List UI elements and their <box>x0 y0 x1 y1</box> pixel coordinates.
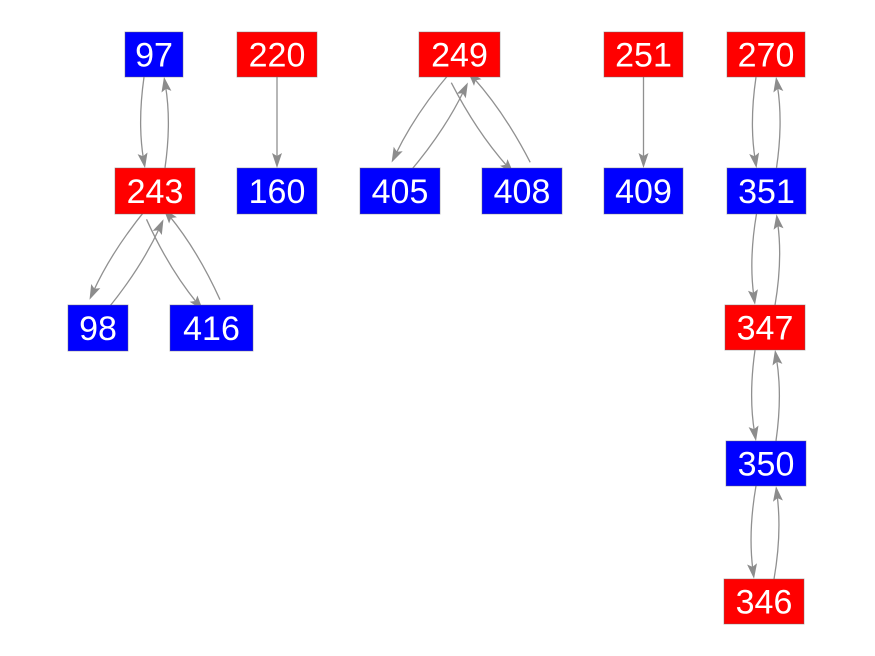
graph-node-97: 97 <box>124 31 184 78</box>
node-box-408 <box>481 167 563 215</box>
node-label-243: 243 <box>127 173 184 211</box>
node-label-249: 249 <box>431 37 488 75</box>
edge-347-350 <box>750 350 756 433</box>
edge-arrowhead-351-270 <box>773 76 784 93</box>
edge-arrowhead-351-347 <box>748 289 758 305</box>
graph-node-405: 405 <box>359 167 441 215</box>
graph-node-409: 409 <box>603 167 684 215</box>
edge-arrowhead-243-98 <box>89 284 101 300</box>
node-box-243 <box>114 167 196 215</box>
graph-node-243: 243 <box>114 167 196 215</box>
node-box-347 <box>724 304 806 351</box>
node-label-346: 346 <box>736 584 793 622</box>
node-label-409: 409 <box>615 173 672 211</box>
node-box-98 <box>67 304 129 352</box>
node-box-416 <box>169 304 254 352</box>
graph-node-346: 346 <box>723 578 805 625</box>
node-label-98: 98 <box>79 310 117 348</box>
graph-node-347: 347 <box>724 304 806 351</box>
edge-arrowhead-405-249 <box>456 82 468 99</box>
edge-350-346 <box>750 485 757 570</box>
node-box-346 <box>723 578 805 625</box>
graph-node-416: 416 <box>169 304 254 352</box>
edge-arrowhead-350-347 <box>772 349 783 366</box>
edge-arrowhead-243-97 <box>161 76 172 93</box>
edge-97-243 <box>139 77 145 160</box>
node-label-251: 251 <box>615 37 672 75</box>
graph-node-98: 98 <box>67 304 129 352</box>
node-box-350 <box>725 440 807 487</box>
node-box-97 <box>124 31 184 78</box>
node-label-160: 160 <box>249 173 306 211</box>
node-label-347: 347 <box>737 310 794 348</box>
edge-arrowhead-350-346 <box>747 563 757 579</box>
edge-270-351 <box>751 77 757 160</box>
edge-350-347 <box>775 358 781 441</box>
node-label-408: 408 <box>494 173 551 211</box>
graph-node-408: 408 <box>481 167 563 215</box>
node-label-270: 270 <box>738 37 795 75</box>
node-label-351: 351 <box>738 173 795 211</box>
edge-408-249 <box>473 77 531 163</box>
node-label-416: 416 <box>183 310 240 348</box>
edge-351-270 <box>775 85 781 168</box>
graph-node-270: 270 <box>726 31 806 78</box>
edge-arrowhead-251-409 <box>638 153 649 168</box>
graph-node-251: 251 <box>603 31 684 78</box>
graph-node-249: 249 <box>418 31 501 78</box>
edge-405-249 <box>407 90 465 174</box>
edge-arrowhead-347-351 <box>773 214 784 230</box>
edge-243-97 <box>164 85 170 168</box>
edge-arrowhead-270-351 <box>749 152 760 169</box>
edge-346-350 <box>773 495 780 580</box>
node-label-97: 97 <box>135 37 173 75</box>
edge-243-98 <box>92 208 148 292</box>
graph-node-220: 220 <box>236 31 318 78</box>
edge-347-351 <box>774 223 781 306</box>
node-box-351 <box>726 167 807 215</box>
node-box-220 <box>236 31 318 78</box>
node-box-160 <box>236 167 318 215</box>
edge-arrowhead-98-243 <box>152 219 164 235</box>
edge-249-405 <box>395 71 452 155</box>
graph-node-350: 350 <box>725 440 807 487</box>
edge-arrowhead-97-243 <box>137 152 148 169</box>
edge-416-243 <box>168 215 221 300</box>
edge-arrowhead-220-160 <box>272 153 282 168</box>
node-label-350: 350 <box>738 446 795 484</box>
edge-arrowhead-346-350 <box>773 486 783 502</box>
node-box-270 <box>726 31 806 78</box>
node-box-409 <box>603 167 684 215</box>
node-box-405 <box>359 167 441 215</box>
graph-node-160: 160 <box>236 167 318 215</box>
edge-98-243 <box>105 227 161 311</box>
edge-arrowhead-249-405 <box>391 146 403 163</box>
node-box-249 <box>418 31 501 78</box>
edge-243-416 <box>145 219 198 304</box>
edge-249-408 <box>450 82 509 168</box>
node-label-220: 220 <box>249 37 306 75</box>
node-label-405: 405 <box>372 173 429 211</box>
node-box-251 <box>603 31 684 78</box>
edge-arrowhead-347-350 <box>748 425 759 442</box>
graph-node-351: 351 <box>726 167 807 215</box>
edge-351-347 <box>751 213 758 296</box>
